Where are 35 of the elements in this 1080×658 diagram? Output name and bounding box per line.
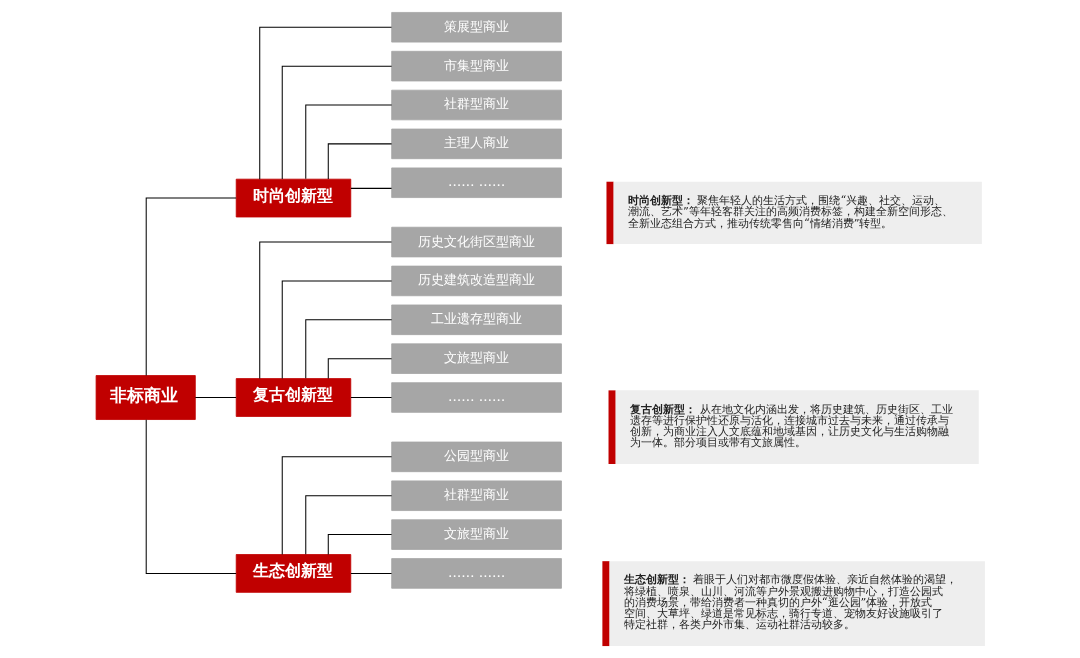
node-box: 主理人商业 [390, 128, 562, 160]
node-box: 社群型商业 [390, 89, 562, 121]
connector [304, 319, 392, 379]
connector [327, 143, 392, 180]
connector [145, 197, 237, 376]
connector [304, 104, 392, 180]
node-box: 文旅型商业 [390, 343, 562, 374]
node-box: 社群型商业 [390, 480, 562, 511]
node-box: 历史文化街区型商业 [390, 226, 562, 258]
node-box: 市集型商业 [390, 50, 562, 82]
connector [145, 419, 237, 574]
node-box: 文旅型商业 [390, 519, 562, 550]
connector [349, 572, 392, 574]
connector [349, 397, 392, 399]
connector [304, 495, 392, 555]
node-box: 公园型商业 [390, 441, 562, 473]
connector [258, 241, 392, 379]
connector [281, 456, 392, 555]
connector [327, 534, 392, 555]
node-box: 复古创新型 [235, 378, 351, 417]
connector [281, 65, 392, 180]
connector [258, 26, 392, 180]
connector [327, 358, 392, 380]
connector [281, 280, 392, 380]
node-box: 工业遗存型商业 [390, 304, 562, 336]
node-box: …… …… [390, 167, 562, 198]
node-box: …… …… [390, 382, 562, 413]
node-box: 历史建筑改造型商业 [390, 265, 562, 297]
connector [194, 397, 237, 399]
node-box: 非标商业 [95, 375, 196, 420]
node-box: 时尚创新型 [235, 178, 351, 218]
node-box: …… …… [390, 558, 562, 589]
connector [349, 187, 392, 189]
node-box: 生态创新型 [235, 554, 351, 593]
node-box: 策展型商业 [390, 12, 562, 43]
